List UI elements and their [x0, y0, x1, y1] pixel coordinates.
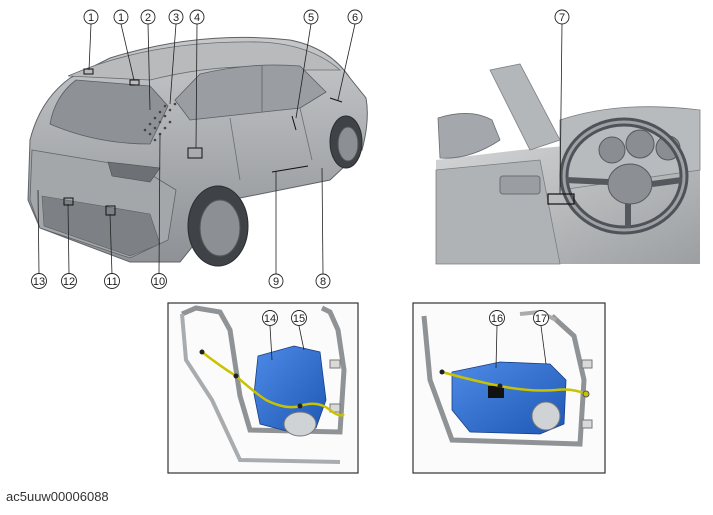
- callout-label: 15: [293, 313, 305, 325]
- rear-door-inset: 14 15: [167, 302, 359, 474]
- callout-4: 4: [189, 9, 205, 25]
- figure-code: ac5uuw00006088: [6, 489, 109, 504]
- callout-6: 6: [347, 9, 363, 25]
- callout-12: 12: [61, 273, 77, 289]
- callout-label: 17: [535, 313, 547, 325]
- callout-15: 15: [291, 310, 307, 326]
- callout-17: 17: [533, 310, 549, 326]
- callout-label: 13: [33, 276, 45, 288]
- callout-label: 16: [491, 313, 503, 325]
- callout-label: 5: [308, 12, 314, 24]
- callout-label: 6: [352, 12, 358, 24]
- callout-8: 8: [315, 273, 331, 289]
- callout-leaders: [37, 23, 563, 275]
- callout-5: 5: [303, 9, 319, 25]
- vehicle-interior-illustration: [435, 63, 701, 265]
- callout-2: 2: [140, 9, 156, 25]
- callout-7: 7: [554, 9, 570, 25]
- callout-markers: 1 1 2 3 4 5 6 7 13 12 11 10 9 8: [31, 9, 570, 289]
- callout-9: 9: [268, 273, 284, 289]
- callout-16: 16: [489, 310, 505, 326]
- adhesive-dot-pattern: [143, 102, 177, 142]
- callout-3: 3: [168, 9, 184, 25]
- callout-14: 14: [262, 310, 278, 326]
- callout-label: 2: [145, 12, 151, 24]
- callout-label: 12: [63, 276, 75, 288]
- callout-label: 8: [320, 276, 326, 288]
- callout-label: 3: [173, 12, 179, 24]
- callout-11: 11: [104, 273, 120, 289]
- callout-1b: 1: [113, 9, 129, 25]
- callout-label: 9: [273, 276, 279, 288]
- callout-label: 4: [194, 12, 200, 24]
- front-door-inset: 16 17: [412, 302, 606, 474]
- callout-label: 14: [264, 313, 276, 325]
- callout-label: 10: [153, 276, 165, 288]
- vehicle-exterior-illustration: [27, 36, 368, 267]
- callout-label: 1: [118, 12, 124, 24]
- callout-label: 7: [559, 12, 565, 24]
- callout-label: 11: [106, 276, 117, 288]
- callout-1a: 1: [83, 9, 99, 25]
- callout-10: 10: [151, 273, 167, 289]
- callout-13: 13: [31, 273, 47, 289]
- callout-label: 1: [88, 12, 94, 24]
